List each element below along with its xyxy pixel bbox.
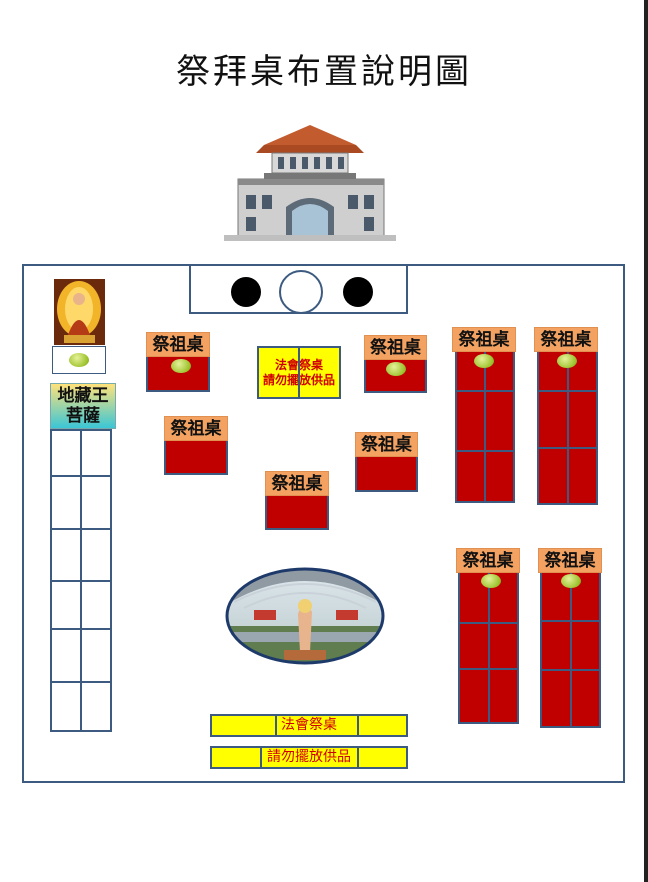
table-divider — [488, 571, 490, 724]
ancestor-table-label: 祭祖桌 — [456, 548, 520, 573]
ancestor-table-label: 祭祖桌 — [146, 332, 210, 357]
table-divider — [540, 620, 601, 622]
ancestor-table — [164, 439, 228, 475]
grid-cell — [50, 581, 81, 629]
temple-building-icon — [224, 125, 396, 241]
table-divider — [275, 716, 277, 735]
table-divider — [570, 571, 572, 728]
table-divider — [537, 390, 598, 392]
grid-cell — [50, 429, 81, 476]
ksitigarbha-label: 地藏王 菩薩 — [50, 383, 116, 429]
ancestor-table-label: 祭祖桌 — [164, 416, 228, 441]
table-divider — [458, 622, 519, 624]
main-altar — [189, 264, 408, 314]
page-title: 祭拜桌布置說明圖 — [176, 52, 472, 92]
ancestor-table — [355, 455, 418, 492]
grid-cell — [50, 476, 81, 529]
ancestor-table-label: 祭祖桌 — [534, 327, 598, 352]
table-divider — [537, 447, 598, 449]
ancestor-table-label: 祭祖桌 — [452, 327, 516, 352]
dharma-table-bar: 法會祭桌 — [210, 714, 408, 737]
page-edge — [644, 0, 648, 882]
stage-photo-icon — [225, 567, 385, 665]
table-divider — [540, 669, 601, 671]
ancestor-table-label: 祭祖桌 — [265, 471, 329, 496]
table-divider — [455, 390, 515, 392]
table-divider — [357, 748, 359, 767]
table-divider — [455, 450, 515, 452]
table-divider — [357, 716, 359, 735]
grid-cell — [50, 682, 81, 732]
ksitigarbha-image-icon — [54, 279, 105, 345]
offering-olive-icon — [561, 574, 581, 588]
altar-center-circle — [279, 270, 323, 314]
ancestor-table-label: 祭祖桌 — [364, 335, 427, 360]
grid-cell — [81, 581, 112, 629]
ancestor-table-label: 祭祖桌 — [355, 432, 418, 457]
grid-cell — [81, 682, 112, 732]
grid-cell — [50, 529, 81, 581]
ancestor-table-label: 祭祖桌 — [538, 548, 602, 573]
grid-cell — [81, 529, 112, 581]
grid-cell — [50, 629, 81, 682]
offering-olive-icon — [481, 574, 501, 588]
grid-cell — [81, 629, 112, 682]
table-divider — [260, 748, 262, 767]
altar-black-dot-right — [343, 277, 373, 307]
table-divider — [484, 343, 486, 503]
no-offerings-bar: 請勿擺放供品 — [210, 746, 408, 769]
offering-olive-icon — [474, 354, 494, 368]
table-divider — [458, 668, 519, 670]
offering-olive-icon — [69, 353, 89, 367]
ksitigarbha-offering-stand — [52, 346, 106, 374]
ancestor-table — [265, 494, 329, 530]
table-divider — [298, 348, 300, 397]
table-divider — [567, 343, 569, 505]
offering-olive-icon — [171, 359, 191, 373]
altar-black-dot-left — [231, 277, 261, 307]
offering-olive-icon — [557, 354, 577, 368]
offering-olive-icon — [386, 362, 406, 376]
grid-cell — [81, 476, 112, 529]
grid-cell — [81, 429, 112, 476]
